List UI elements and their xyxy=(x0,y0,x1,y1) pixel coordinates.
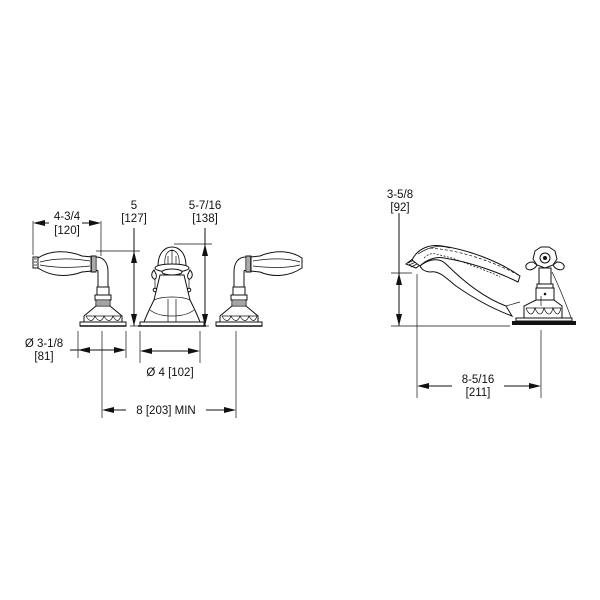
dim-tub-spout-reach-metric: [211] xyxy=(466,387,491,399)
handle-base-escutcheon xyxy=(83,305,123,323)
widespread-faucet: 4-3/4 [120] 5 [127] 5-7/16 [138] xyxy=(25,200,303,418)
spout-arm-body xyxy=(419,259,514,317)
center-spout xyxy=(138,246,206,327)
dim-handle-base-diameter-imperial: Ø 3-1/8 xyxy=(25,338,63,350)
dim-tub-spout-reach-imperial: 8-5/16 xyxy=(462,374,495,386)
dim-tub-spout-height: 3-5/8 [92] xyxy=(387,189,510,327)
dim-centers-spread: 8 [203] MIN xyxy=(101,331,237,418)
dim-spout-base-diameter: Ø 4 [102] xyxy=(139,331,201,379)
right-handle-valve xyxy=(215,251,303,327)
dim-handle-height-metric: [127] xyxy=(121,213,147,225)
lever-handle-body xyxy=(37,251,93,276)
dim-handle-reach: 4-3/4 [120] xyxy=(32,211,102,256)
dim-spout-base-diameter-label: Ø 4 [102] xyxy=(146,367,193,379)
tub-filler-escutcheon xyxy=(523,299,563,319)
lever-handle-body xyxy=(250,251,303,276)
dim-handle-base-diameter: Ø 3-1/8 [81] xyxy=(25,331,127,363)
dim-spout-height: 5-7/16 [138] xyxy=(174,200,222,327)
dim-spout-height-imperial: 5-7/16 xyxy=(189,200,222,212)
deck-mount-tub-filler: 3-5/8 [92] 8-5/16 [211] xyxy=(387,189,576,399)
handle-base-escutcheon xyxy=(219,305,259,323)
tub-filler-valve-body xyxy=(512,246,576,325)
dim-centers-spread-label: 8 [203] MIN xyxy=(136,405,195,417)
spout-body xyxy=(143,274,201,323)
dim-spout-height-metric: [138] xyxy=(192,213,218,225)
dim-handle-reach-imperial: 4-3/4 xyxy=(54,211,81,223)
dim-handle-reach-metric: [120] xyxy=(54,225,80,237)
left-handle-valve xyxy=(32,251,127,327)
dim-tub-spout-height-metric: [92] xyxy=(390,202,409,214)
lever-elbow xyxy=(233,256,247,288)
dim-handle-base-diameter-metric: [81] xyxy=(34,351,53,363)
dim-handle-height: 5 [127] xyxy=(96,200,147,327)
dim-tub-spout-reach: 8-5/16 [211] xyxy=(416,274,542,399)
dim-tub-spout-height-imperial: 3-5/8 xyxy=(387,189,413,201)
lever-elbow xyxy=(95,256,109,288)
tub-spout-arm xyxy=(404,245,521,317)
dim-handle-height-imperial: 5 xyxy=(131,200,137,212)
